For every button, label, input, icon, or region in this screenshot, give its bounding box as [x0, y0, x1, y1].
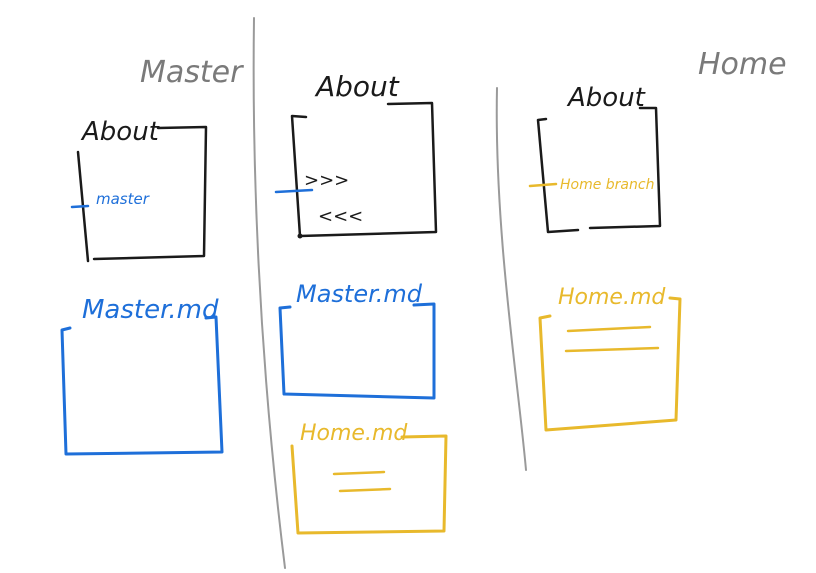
right-about-box: About Home branch: [528, 83, 662, 234]
header-home: Home: [698, 47, 787, 82]
middle-master-md-box: Master.md: [278, 280, 436, 400]
divider-left: [252, 17, 286, 569]
middle-about-line-top: >>>: [304, 170, 349, 191]
left-about-title: About: [80, 117, 160, 147]
middle-master-md-title: Master.md: [296, 280, 423, 308]
middle-home-md-title: Home.md: [300, 421, 408, 446]
left-master-md-box: Master.md: [60, 295, 224, 456]
divider-right: [495, 87, 527, 471]
middle-home-md-box: Home.md: [290, 421, 448, 535]
right-about-home-branch-line: Home branch: [560, 177, 654, 193]
header-master: Master: [140, 55, 244, 90]
right-home-md-box: Home.md: [538, 285, 682, 432]
middle-about-line-bottom: <<<: [318, 206, 363, 227]
middle-about-box: About >>> <<<: [274, 70, 438, 239]
right-about-title: About: [566, 83, 646, 113]
middle-about-title: About: [314, 70, 400, 103]
right-home-md-title: Home.md: [558, 285, 666, 310]
left-about-master-line: master: [96, 190, 150, 208]
left-about-box: About master: [70, 117, 208, 263]
left-master-md-title: Master.md: [82, 295, 219, 325]
